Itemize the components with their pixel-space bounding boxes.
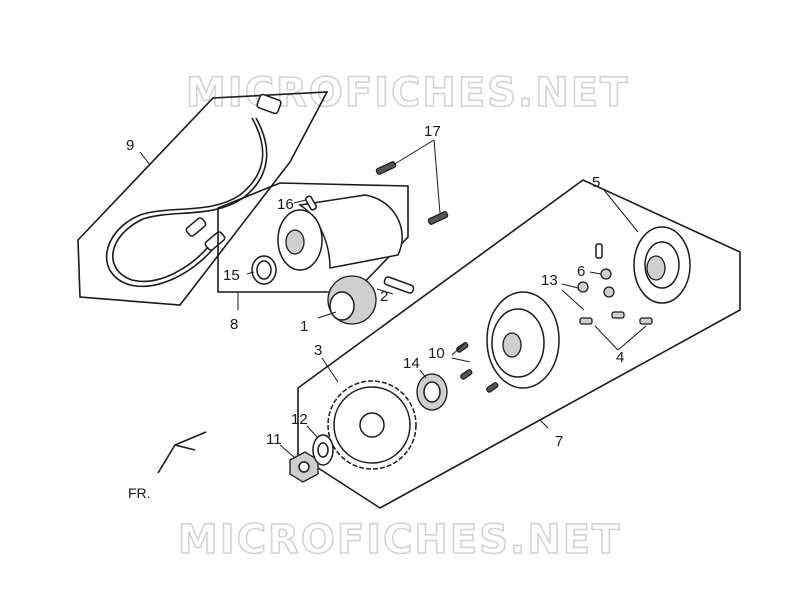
starter-motor-group: [217, 182, 409, 293]
clutch-plate-5-hub: [646, 255, 666, 281]
leader-lines: [139, 139, 647, 459]
leader-4a: [594, 325, 619, 351]
leader-5: [603, 189, 639, 233]
leader-11: [279, 444, 296, 459]
callout-6: 6: [577, 263, 585, 280]
leader-6: [589, 271, 602, 275]
callout-1: 1: [300, 318, 308, 335]
bolt-16: [304, 195, 318, 211]
washer-12-hole: [317, 442, 329, 458]
clutch-housing-hub: [502, 332, 522, 358]
cable-terminal-top: [256, 93, 282, 115]
nut-and-washer: [289, 434, 334, 483]
cable-wire-outer: [112, 117, 268, 283]
leader-7: [539, 419, 549, 429]
pin-4-c: [639, 317, 653, 325]
direction-arrow: [157, 431, 207, 474]
callout-2: 2: [380, 288, 388, 305]
watermark-top: MICROFICHES.NET: [186, 70, 629, 116]
leader-9: [139, 151, 151, 166]
leader-13b: [561, 289, 585, 311]
bolt-17-upper: [375, 161, 397, 175]
large-gear-3-center: [359, 412, 385, 438]
leader-17a: [392, 139, 435, 166]
spring-cap: [595, 243, 603, 259]
cable-wire: [105, 117, 264, 288]
spring-6: [600, 268, 612, 280]
bolt-17-lower: [427, 211, 449, 225]
roller-13-a: [577, 281, 589, 293]
cable-boot-2: [204, 231, 226, 251]
shaft-pin-2: [383, 276, 415, 294]
callout-7: 7: [555, 433, 563, 450]
cable-boot-1: [185, 217, 207, 237]
starter-gear-1-hub: [329, 291, 355, 321]
leader-12: [306, 425, 319, 439]
callout-5: 5: [592, 174, 600, 191]
leader-10b: [451, 357, 471, 363]
callout-4: 4: [616, 349, 624, 366]
pin-4-a: [579, 317, 593, 325]
callout-numbers: 1 2 3 4 5 6 7 8 9 10 11 12 13 14 15 16 1…: [126, 123, 624, 450]
bolt-10-c: [486, 382, 499, 393]
bolt-10-a: [456, 342, 469, 353]
pin-4-b: [611, 311, 625, 319]
starter-motor-shaft: [285, 229, 305, 255]
callout-12: 12: [291, 411, 308, 428]
watermark-bottom: MICROFICHES.NET: [178, 517, 621, 563]
direction-label: FR.: [128, 485, 151, 501]
callout-8: 8: [230, 316, 238, 333]
leader-4b: [617, 325, 647, 351]
leader-16: [293, 199, 307, 204]
bearing-14-inner: [423, 381, 441, 403]
bolt-10-b: [460, 369, 473, 380]
roller-13-b: [603, 286, 615, 298]
callout-17: 17: [424, 123, 441, 140]
cable-group-outline: [77, 91, 329, 306]
bolts-17: [375, 161, 449, 225]
gear-and-pin: [327, 275, 415, 325]
callout-14: 14: [403, 355, 420, 372]
callout-16: 16: [277, 196, 294, 213]
cable-assembly: [77, 91, 329, 306]
callout-11: 11: [266, 431, 282, 448]
leader-15: [246, 271, 255, 275]
leader-10a: [451, 341, 467, 356]
leader-14: [419, 369, 427, 379]
leader-2: [376, 288, 394, 295]
callout-9: 9: [126, 137, 134, 154]
leader-1: [317, 311, 337, 319]
callout-10: 10: [428, 345, 445, 362]
leader-17b: [433, 139, 441, 214]
nut-11-hole: [298, 461, 310, 473]
o-ring-15-inner: [256, 260, 272, 280]
callout-3: 3: [314, 342, 322, 359]
clutch-group: [297, 179, 741, 509]
callout-15: 15: [223, 267, 240, 284]
callout-13: 13: [541, 272, 558, 289]
leader-13a: [561, 283, 579, 289]
front-direction-indicator: FR.: [128, 431, 207, 501]
leader-3: [321, 357, 339, 383]
